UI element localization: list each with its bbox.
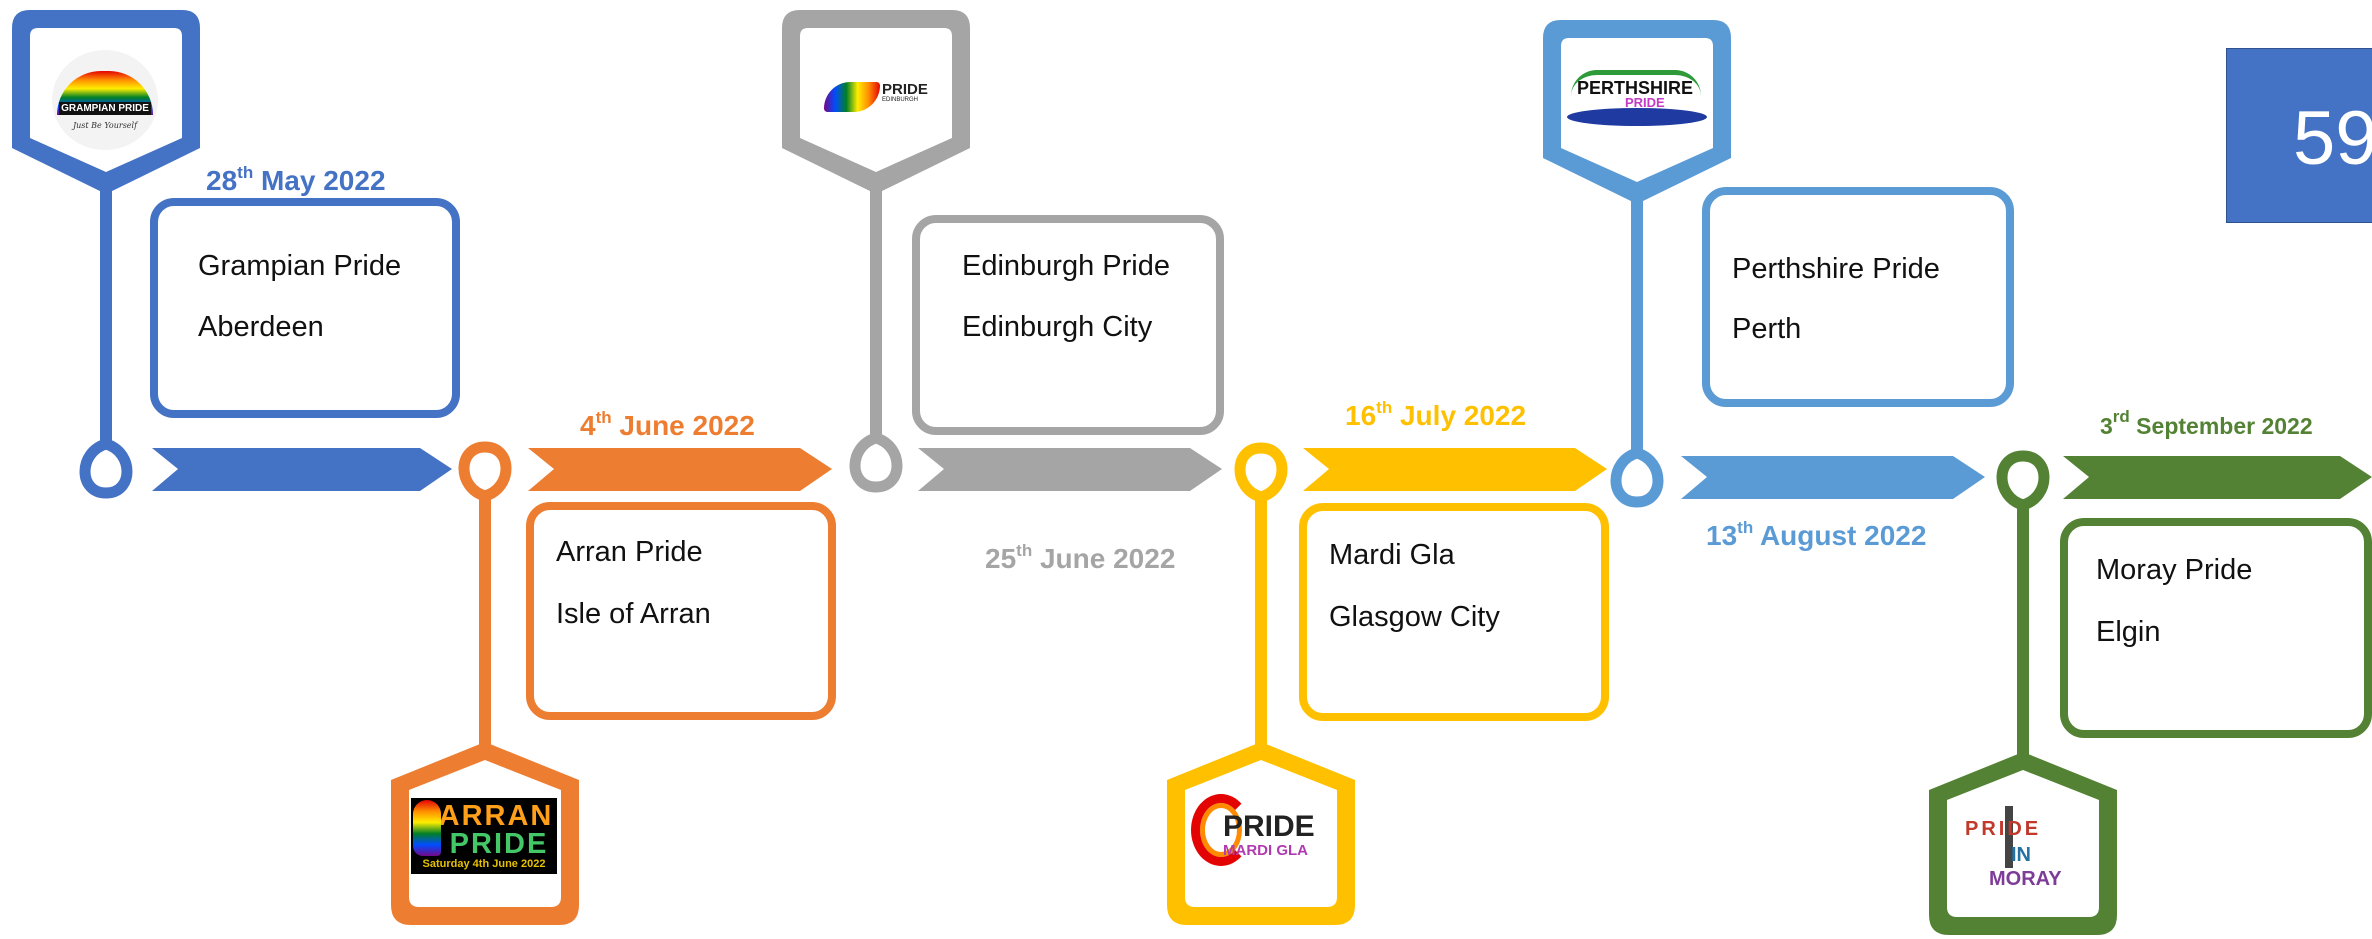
event-name: Moray Pride [2096,554,2253,586]
grampian-pride-logo: GRAMPIAN PRIDE Just Be Yourself [52,50,158,150]
moray-monument-icon [2005,806,2013,868]
perthshire-river-icon [1567,108,1707,126]
event-card-mardi-gla: Mardi Gla Glasgow City [1299,503,1609,721]
moray-logo-line3: MORAY [1989,868,2062,890]
moray-logo-line2: IN [2011,844,2031,866]
edinburgh-pride-logo: PRIDE EDINBURGH [820,62,930,122]
event-location: Elgin [2096,616,2161,648]
perthshire-pride-logo: PERTHSHIRE PRIDE [1567,66,1707,132]
timeline-nodes [79,432,2050,511]
event-card-grampian: Grampian Pride Aberdeen [150,198,460,418]
event-location: Isle of Arran [556,598,711,630]
event-card-perthshire: Perthshire Pride Perth [1702,187,2014,407]
perthshire-logo-line1: PERTHSHIRE [1577,78,1694,98]
mardi-gla-logo: PRIDE MARDI GLA [1187,790,1327,870]
date-label-arran: 4th June 2022 [580,408,755,441]
arran-rainbow-head-icon [413,800,441,856]
mardi-gla-rainbow-arc-icon [1191,794,1251,866]
date-label-moray: 3rd September 2022 [2100,407,2313,439]
arran-logo-line1: ARRAN [438,800,554,832]
event-location: Edinburgh City [962,311,1153,343]
event-card-edinburgh: Edinburgh Pride Edinburgh City [912,215,1224,435]
perthshire-logo-line2: PRIDE [1625,95,1665,110]
mardi-gla-logo-line1: PRIDE [1223,810,1315,843]
event-name: Mardi Gla [1329,539,1455,571]
event-card-moray: Moray Pride Elgin [2060,518,2372,738]
event-location: Glasgow City [1329,601,1500,633]
event-name: Perthshire Pride [1732,253,1940,285]
moray-logo-line1: PRIDE [1965,818,2042,840]
mardi-gla-logo-line2: MARDI GLA [1223,842,1308,859]
grampian-logo-text: GRAMPIAN PRIDE [59,101,151,115]
pride-in-moray-logo: PRIDE IN MORAY [1959,806,2089,906]
edinburgh-logo-line2: EDINBURGH [882,97,919,103]
timeline-stems [100,160,2029,770]
arran-logo-line2: PRIDE [449,828,549,860]
event-name: Grampian Pride [198,250,402,282]
grampian-logo-tagline: Just Be Yourself [72,120,138,130]
edinburgh-logo-line1: PRIDE [882,81,928,98]
slide-number: 59 [2293,96,2372,181]
event-name: Arran Pride [556,536,703,568]
edinburgh-rainbow-wave-icon [824,82,880,112]
slide-number-badge: 59 [2226,48,2372,223]
date-label-mardi-gla: 16th July 2022 [1345,398,1527,431]
date-label-edinburgh: 25th June 2022 [985,541,1176,574]
date-label-perthshire: 13th August 2022 [1706,518,1927,551]
event-card-arran: Arran Pride Isle of Arran [526,502,836,720]
date-label-grampian: 28th May 2022 [206,163,386,196]
timeline-arrows [152,448,2372,499]
event-name: Edinburgh Pride [962,250,1170,282]
arran-logo-subtitle: Saturday 4th June 2022 [422,858,546,870]
event-location: Perth [1732,313,1802,345]
event-location: Aberdeen [198,311,324,343]
perthshire-hills-icon [1571,70,1701,96]
